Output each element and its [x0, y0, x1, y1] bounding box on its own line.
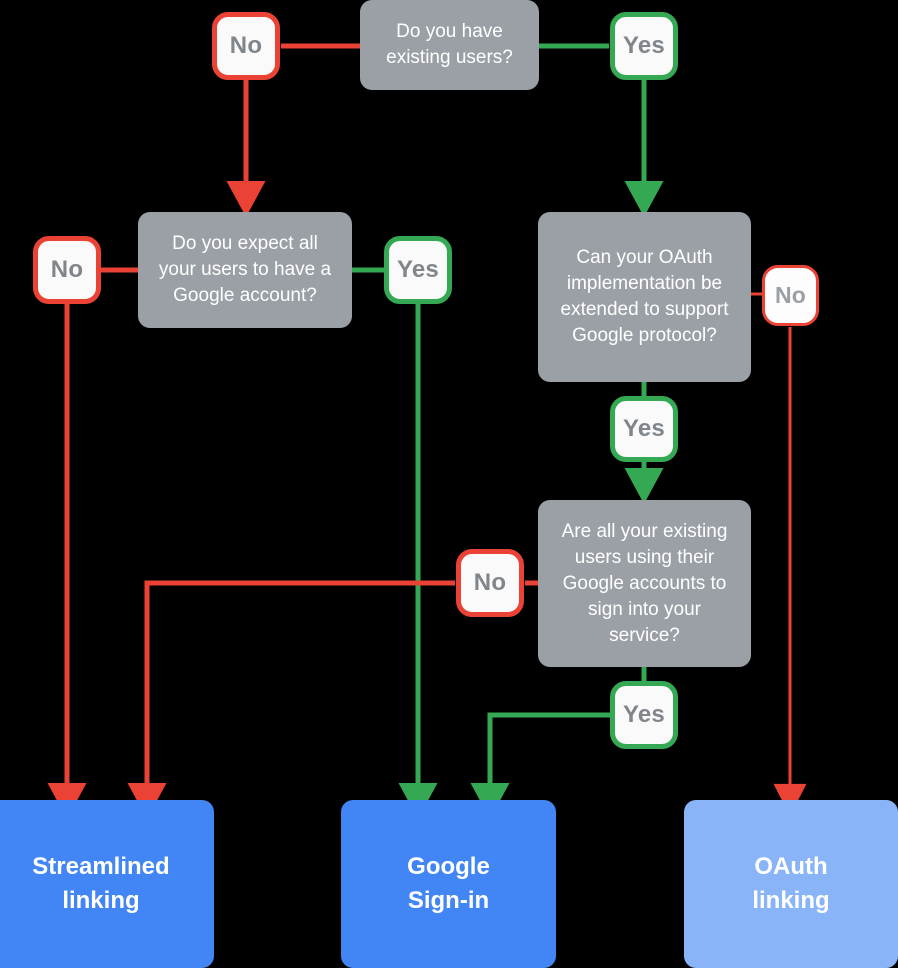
- outcome-label: OAuth linking: [752, 850, 829, 918]
- pill-q1-yes[interactable]: Yes: [610, 12, 678, 80]
- pill-label: Yes: [623, 701, 665, 728]
- question-text: Do you have existing users?: [386, 21, 513, 68]
- question-box-google-accounts-signin[interactable]: Are all your existing users using their …: [538, 500, 751, 667]
- pill-q2-yes[interactable]: Yes: [384, 236, 452, 304]
- pill-label: No: [50, 256, 84, 283]
- pill-label: No: [229, 32, 263, 59]
- pill-label: No: [774, 282, 807, 308]
- outcome-label: Streamlined linking: [32, 850, 169, 918]
- question-box-google-account[interactable]: Do you expect all your users to have a G…: [138, 212, 352, 328]
- outcome-label-line2: linking: [62, 887, 140, 914]
- outcome-label-line2: linking: [752, 887, 830, 914]
- outcome-oauth-linking[interactable]: OAuth linking: [684, 800, 898, 968]
- outcome-google-sign-in[interactable]: Google Sign-in: [341, 800, 556, 968]
- pill-q3-no[interactable]: No: [762, 265, 819, 326]
- pill-label: Yes: [623, 32, 665, 59]
- pill-q3-yes[interactable]: Yes: [610, 396, 678, 462]
- pill-q4-yes[interactable]: Yes: [610, 681, 678, 749]
- outcome-label-line2: Sign-in: [407, 887, 490, 914]
- pill-q2-no[interactable]: No: [33, 236, 101, 304]
- outcome-label-line1: Google: [407, 853, 490, 880]
- question-box-oauth-extendable[interactable]: Can your OAuth implementation be extende…: [538, 212, 751, 382]
- pill-q1-no[interactable]: No: [212, 12, 280, 80]
- question-text: Do you expect all your users to have a G…: [158, 233, 332, 306]
- edge-q4-yes-to-o2: [470, 712, 611, 820]
- outcome-label-line1: Streamlined: [32, 853, 170, 880]
- pill-label: Yes: [397, 256, 439, 283]
- outcome-streamlined-linking[interactable]: Streamlined linking: [0, 800, 214, 968]
- question-box-existing-users[interactable]: Do you have existing users?: [360, 0, 539, 90]
- question-text: Can your OAuth implementation be extende…: [560, 247, 729, 346]
- edge-q4-no-to-o1: [127, 580, 455, 820]
- pill-label: Yes: [623, 415, 665, 442]
- pill-q4-no[interactable]: No: [456, 549, 524, 617]
- pill-label: No: [473, 569, 507, 596]
- question-text: Are all your existing users using their …: [561, 520, 728, 646]
- outcome-label: Google Sign-in: [407, 850, 490, 918]
- outcome-label-line1: OAuth: [754, 853, 828, 880]
